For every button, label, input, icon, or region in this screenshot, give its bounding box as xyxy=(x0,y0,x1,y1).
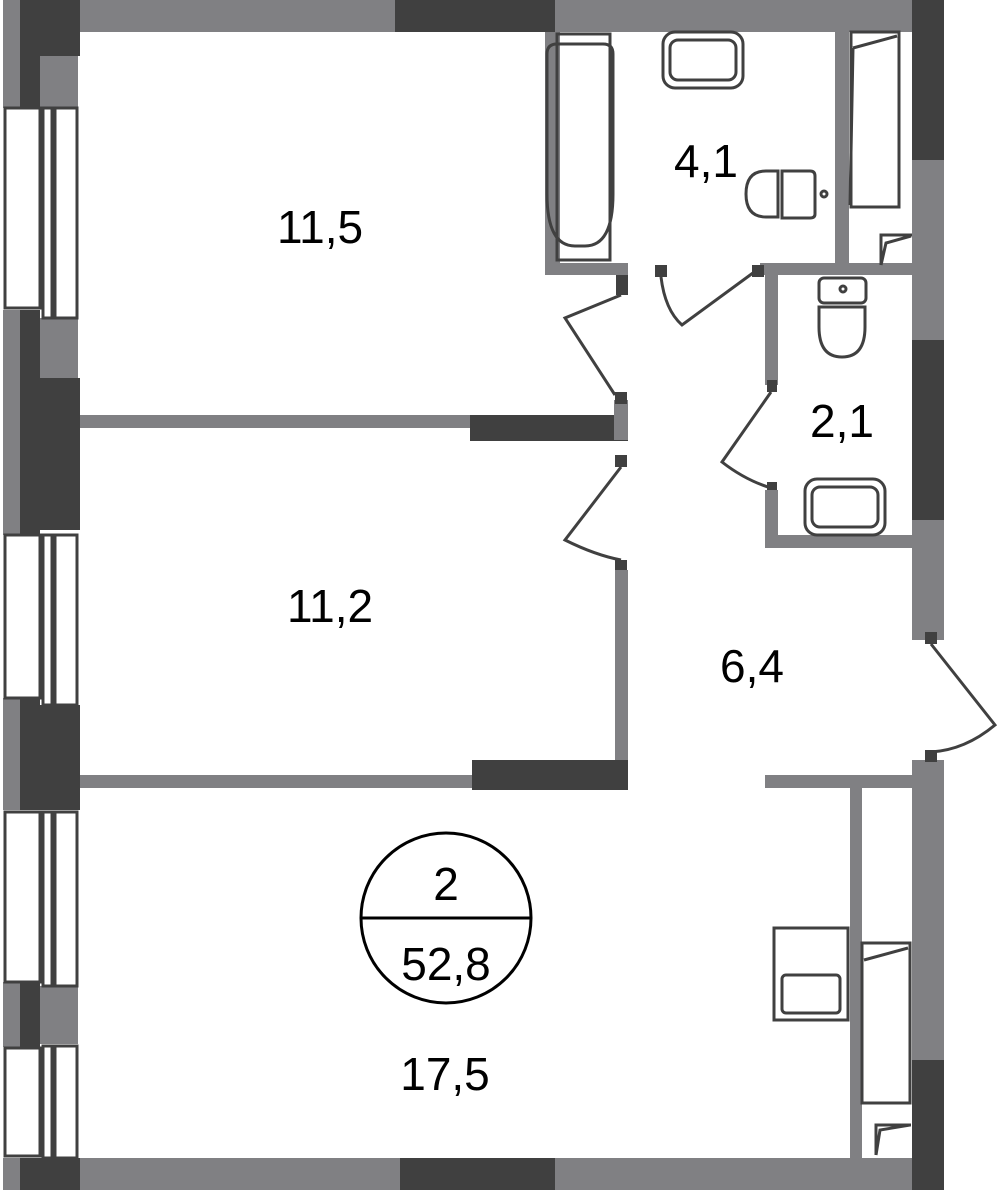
outer-walls xyxy=(3,0,944,1190)
apartment-badge: 2 52,8 xyxy=(359,831,533,1005)
toilet xyxy=(744,169,817,220)
doors xyxy=(562,268,998,754)
fixtures xyxy=(545,30,912,1156)
wc-sink xyxy=(803,477,887,537)
wc-toilet xyxy=(817,276,868,305)
washing-sink xyxy=(772,926,850,1022)
room-area-wc: 2,1 xyxy=(810,395,874,447)
room-area-bathroom: 4,1 xyxy=(674,135,738,187)
bathtub xyxy=(555,32,612,262)
total-area: 52,8 xyxy=(401,938,491,990)
room-area-bedroom-top: 11,5 xyxy=(277,201,363,253)
room-area-hallway: 6,4 xyxy=(720,640,784,692)
sink xyxy=(661,30,745,90)
room-area-bedroom-middle: 11,2 xyxy=(287,580,373,632)
room-area-living-room: 17,5 xyxy=(400,1048,490,1100)
windows xyxy=(3,106,79,1160)
interior-walls xyxy=(80,32,912,1158)
rooms-count: 2 xyxy=(433,858,459,910)
